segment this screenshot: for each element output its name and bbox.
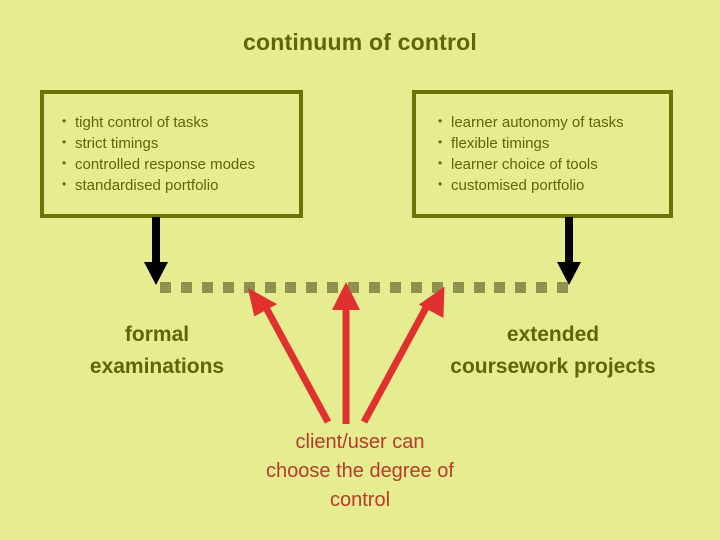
converging-arrows-group [247, 282, 445, 424]
tight-control-panel: tight control of tasks strict timings co… [40, 90, 303, 218]
continuum-dash-segment [494, 282, 505, 293]
continuum-dash-segment [369, 282, 380, 293]
caption-line1: client/user can [295, 431, 425, 453]
up-arrow-right-shaft [360, 302, 432, 424]
endpoint-label-formal-line2: examinations [89, 355, 225, 378]
caption-line3: control [329, 489, 391, 511]
up-arrow-left-head [247, 288, 278, 317]
down-arrow-icon-right [557, 217, 581, 285]
continuum-dash-segment [411, 282, 422, 293]
continuum-dash-segment [306, 282, 317, 293]
continuum-dash-segment [390, 282, 401, 293]
endpoint-label-formal-line1: formal [124, 323, 190, 346]
tight-control-bullet-list: tight control of tasks strict timings co… [44, 111, 299, 196]
list-item: learner choice of tools [438, 153, 669, 175]
continuum-dash-segment [223, 282, 234, 293]
continuum-dash-segment [536, 282, 547, 293]
endpoint-label-formal: formal examinations [24, 319, 290, 383]
caption-text: client/user can choose the degree of con… [205, 428, 515, 515]
learner-autonomy-bullet-list: learner autonomy of tasks flexible timin… [416, 111, 669, 196]
continuum-dash-segment [474, 282, 485, 293]
list-item: controlled response modes [62, 153, 299, 175]
continuum-dash-segment [265, 282, 276, 293]
up-arrow-centre-head [332, 282, 360, 310]
continuum-dash-segment [202, 282, 213, 293]
list-item: strict timings [62, 132, 299, 154]
list-item: flexible timings [438, 132, 669, 154]
list-item: learner autonomy of tasks [438, 111, 669, 133]
list-item: standardised portfolio [62, 174, 299, 196]
up-arrow-right-head [418, 286, 445, 318]
continuum-dash-segment [432, 282, 443, 293]
continuum-dash-segment [515, 282, 526, 293]
endpoint-label-extended-line1: extended [506, 323, 600, 346]
continuum-dash-segment [348, 282, 359, 293]
continuum-dash-segment [285, 282, 296, 293]
page-title: continuum of control [243, 29, 477, 55]
continuum-dash-segment [181, 282, 192, 293]
continuum-dash-segment [327, 282, 338, 293]
endpoint-label-extended: extended coursework projects [408, 319, 698, 383]
endpoint-label-extended-line2: coursework projects [450, 355, 656, 378]
caption-line2: choose the degree of [266, 460, 454, 482]
list-item: customised portfolio [438, 174, 669, 196]
down-arrow-icon-left [144, 217, 168, 285]
learner-autonomy-panel: learner autonomy of tasks flexible timin… [412, 90, 673, 218]
continuum-dashed-line [160, 282, 578, 293]
continuum-dash-segment [244, 282, 255, 293]
continuum-dash-segment [453, 282, 464, 293]
continuum-dash-segment [557, 282, 568, 293]
up-arrow-left-shaft [260, 302, 332, 424]
continuum-dash-segment [160, 282, 171, 293]
list-item: tight control of tasks [62, 111, 299, 133]
